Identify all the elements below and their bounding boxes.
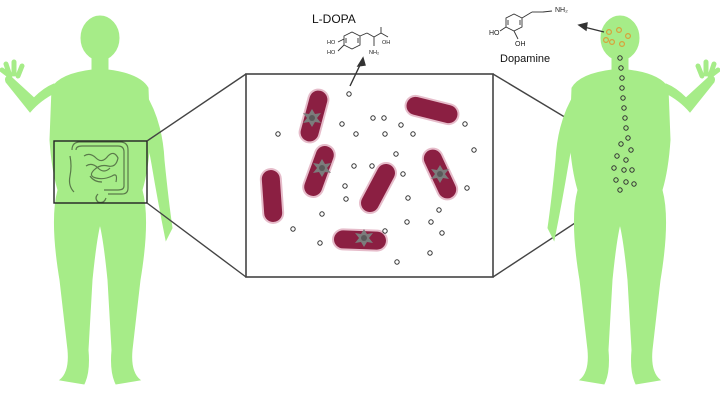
vagus-nerve-molecules bbox=[611, 55, 637, 193]
ldopa-label: L-DOPA bbox=[312, 12, 356, 26]
ldopa-ho-top: HO bbox=[327, 40, 336, 46]
brain-dopamine-cluster bbox=[602, 27, 631, 47]
enzyme bbox=[355, 229, 373, 247]
gut-highlight-box bbox=[53, 140, 148, 204]
dopamine-label: Dopamine bbox=[500, 53, 551, 65]
right-human-body bbox=[548, 16, 718, 384]
bacterium bbox=[259, 168, 285, 224]
arrow-to-ldopa bbox=[349, 56, 366, 87]
enzyme bbox=[431, 165, 449, 183]
enzymes bbox=[303, 109, 449, 247]
ldopa-nh2: NH₂ bbox=[369, 50, 380, 56]
bacterium bbox=[404, 94, 460, 126]
dopamine-nh2: NH₂ bbox=[555, 7, 568, 14]
dopamine-oh: OH bbox=[515, 41, 526, 48]
ldopa-oh: OH bbox=[382, 40, 391, 46]
bacterium bbox=[359, 161, 397, 215]
enzyme bbox=[303, 109, 321, 127]
enzyme bbox=[313, 159, 331, 177]
intestines-icon bbox=[68, 141, 129, 204]
ldopa-molecules bbox=[275, 91, 477, 265]
dopamine-structure bbox=[499, 10, 553, 40]
ldopa-ho-bottom: HO bbox=[327, 50, 336, 56]
dopamine-ho: HO bbox=[489, 30, 500, 37]
arrow-to-dopamine bbox=[577, 22, 605, 33]
ldopa-structure bbox=[337, 27, 389, 52]
